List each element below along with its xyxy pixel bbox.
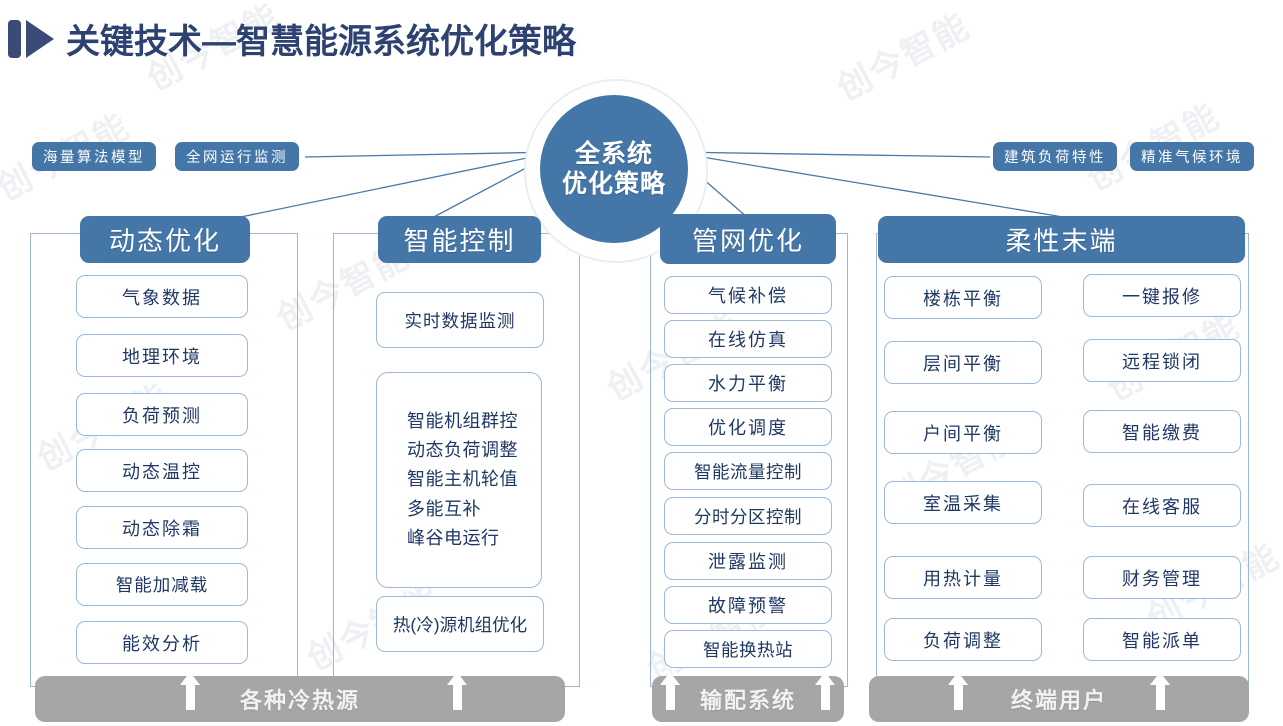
cell-4R-2[interactable]: 远程锁闭 <box>1083 339 1241 382</box>
cell-3-5[interactable]: 智能流量控制 <box>664 452 832 490</box>
cell-3-6[interactable]: 分时分区控制 <box>664 497 832 535</box>
cell-4R-5[interactable]: 财务管理 <box>1083 556 1241 599</box>
cell-3-9[interactable]: 智能换热站 <box>664 630 832 668</box>
cell-3-4[interactable]: 优化调度 <box>664 408 832 446</box>
cell-2-1[interactable]: 实时数据监测 <box>376 292 544 348</box>
tag-right-2[interactable]: 精准气候环境 <box>1130 142 1254 171</box>
cell-1-5[interactable]: 动态除霜 <box>76 506 248 549</box>
cell-2-footer[interactable]: 热(冷)源机组优化 <box>376 596 544 652</box>
hub-center[interactable]: 全系统 优化策略 <box>540 95 688 243</box>
bottom-bar-3[interactable]: 终端用户 <box>869 672 1249 722</box>
cell-1-2[interactable]: 地理环境 <box>76 334 248 377</box>
hub-line-1: 全系统 <box>574 139 653 168</box>
tag-right-1[interactable]: 建筑负荷特性 <box>993 142 1117 171</box>
tag-left-1[interactable]: 海量算法模型 <box>32 142 156 171</box>
hub-line-2: 优化策略 <box>561 170 666 198</box>
multi-item-3: 智能主机轮值 <box>407 469 518 490</box>
multi-item-1: 智能机组群控 <box>407 411 518 432</box>
play-bar-icon <box>8 19 54 58</box>
cell-4L-2[interactable]: 层间平衡 <box>884 341 1042 384</box>
cell-4L-1[interactable]: 楼栋平衡 <box>884 276 1042 319</box>
bottom-bar-1-label: 各种冷热源 <box>239 688 360 713</box>
cell-3-2[interactable]: 在线仿真 <box>664 320 832 358</box>
cell-1-3[interactable]: 负荷预测 <box>76 393 248 436</box>
column-header-4[interactable]: 柔性末端 <box>878 216 1245 263</box>
column-header-3[interactable]: 管网优化 <box>660 214 836 264</box>
bottom-bar-2-label: 输配系统 <box>699 688 796 713</box>
multi-item-5: 峰谷电运行 <box>407 527 500 548</box>
cell-4R-3[interactable]: 智能缴费 <box>1083 410 1241 453</box>
multi-item-2: 动态负荷调整 <box>407 440 518 461</box>
multi-item-4: 多能互补 <box>407 498 481 519</box>
cell-1-4[interactable]: 动态温控 <box>76 449 248 492</box>
cell-2-multi[interactable]: 智能机组群控 动态负荷调整 智能主机轮值 多能互补 峰谷电运行 <box>376 372 542 588</box>
cell-4L-5[interactable]: 用热计量 <box>884 556 1042 599</box>
page-title-text: 关键技术—智慧能源系统优化策略 <box>66 23 576 61</box>
cell-4R-4[interactable]: 在线客服 <box>1083 484 1241 527</box>
cell-4L-3[interactable]: 户间平衡 <box>884 411 1042 454</box>
cell-3-1[interactable]: 气候补偿 <box>664 276 832 314</box>
cell-4R-6[interactable]: 智能派单 <box>1083 618 1241 661</box>
cell-3-3[interactable]: 水力平衡 <box>664 364 832 402</box>
bottom-bar-2[interactable]: 输配系统 <box>652 672 844 722</box>
cell-3-8[interactable]: 故障预警 <box>664 586 832 624</box>
cell-1-6[interactable]: 智能加减载 <box>76 563 248 606</box>
column-header-1[interactable]: 动态优化 <box>80 216 250 263</box>
cell-4L-6[interactable]: 负荷调整 <box>884 618 1042 661</box>
column-header-2[interactable]: 智能控制 <box>378 216 541 263</box>
cell-1-7[interactable]: 能效分析 <box>76 621 248 664</box>
tag-left-2[interactable]: 全网运行监测 <box>175 142 299 171</box>
cell-1-1[interactable]: 气象数据 <box>76 275 248 318</box>
cell-4R-1[interactable]: 一键报修 <box>1083 274 1241 317</box>
bottom-bar-3-label: 终端用户 <box>1010 688 1107 713</box>
bottom-bar-1[interactable]: 各种冷热源 <box>35 672 565 722</box>
page-title: 关键技术—智慧能源系统优化策略 <box>8 14 576 63</box>
cell-4L-4[interactable]: 室温采集 <box>884 481 1042 524</box>
cell-3-7[interactable]: 泄露监测 <box>664 542 832 580</box>
